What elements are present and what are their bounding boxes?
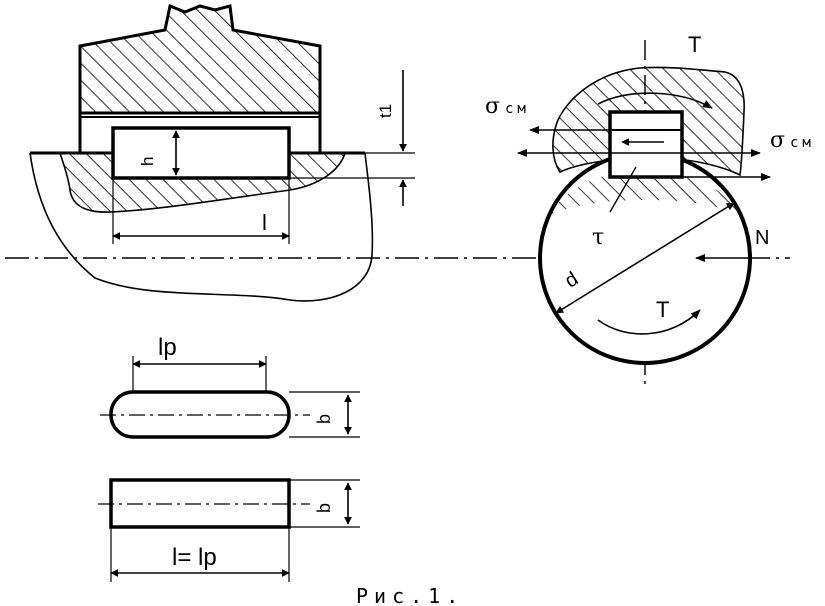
torque-arrow-top — [597, 92, 713, 109]
l-label: l — [262, 210, 267, 235]
l-eq-lp-label: l= lp — [172, 544, 217, 571]
N-label: N — [755, 227, 769, 249]
tau-label: τ — [592, 225, 604, 250]
shaft-outline — [29, 152, 374, 302]
T-top-label: T — [688, 32, 701, 57]
torque-arrow-bottom — [597, 309, 701, 335]
key-longitudinal — [111, 126, 291, 180]
figure-caption: Рис.1. — [356, 584, 464, 606]
b-flat-label: b — [314, 503, 334, 513]
sigma-left-subscript: см — [505, 101, 530, 117]
hub-cross-section — [552, 66, 745, 177]
hub-legs — [78, 113, 322, 153]
key-cross-section — [608, 110, 684, 179]
sigma-left-label: σ — [485, 94, 500, 119]
sigma-right-subscript: см — [790, 135, 815, 151]
t1-label: t1 — [376, 104, 395, 118]
hub-section — [78, 3, 322, 115]
T-bottom-label: T — [656, 297, 669, 322]
shaft-keyway-hatch — [548, 170, 742, 215]
lp-label: lp — [158, 334, 177, 361]
b-rounded-label: b — [314, 414, 334, 424]
sigma-right-label: σ — [770, 128, 785, 153]
d-dimension-line — [555, 202, 735, 314]
h-label: h — [138, 157, 157, 166]
